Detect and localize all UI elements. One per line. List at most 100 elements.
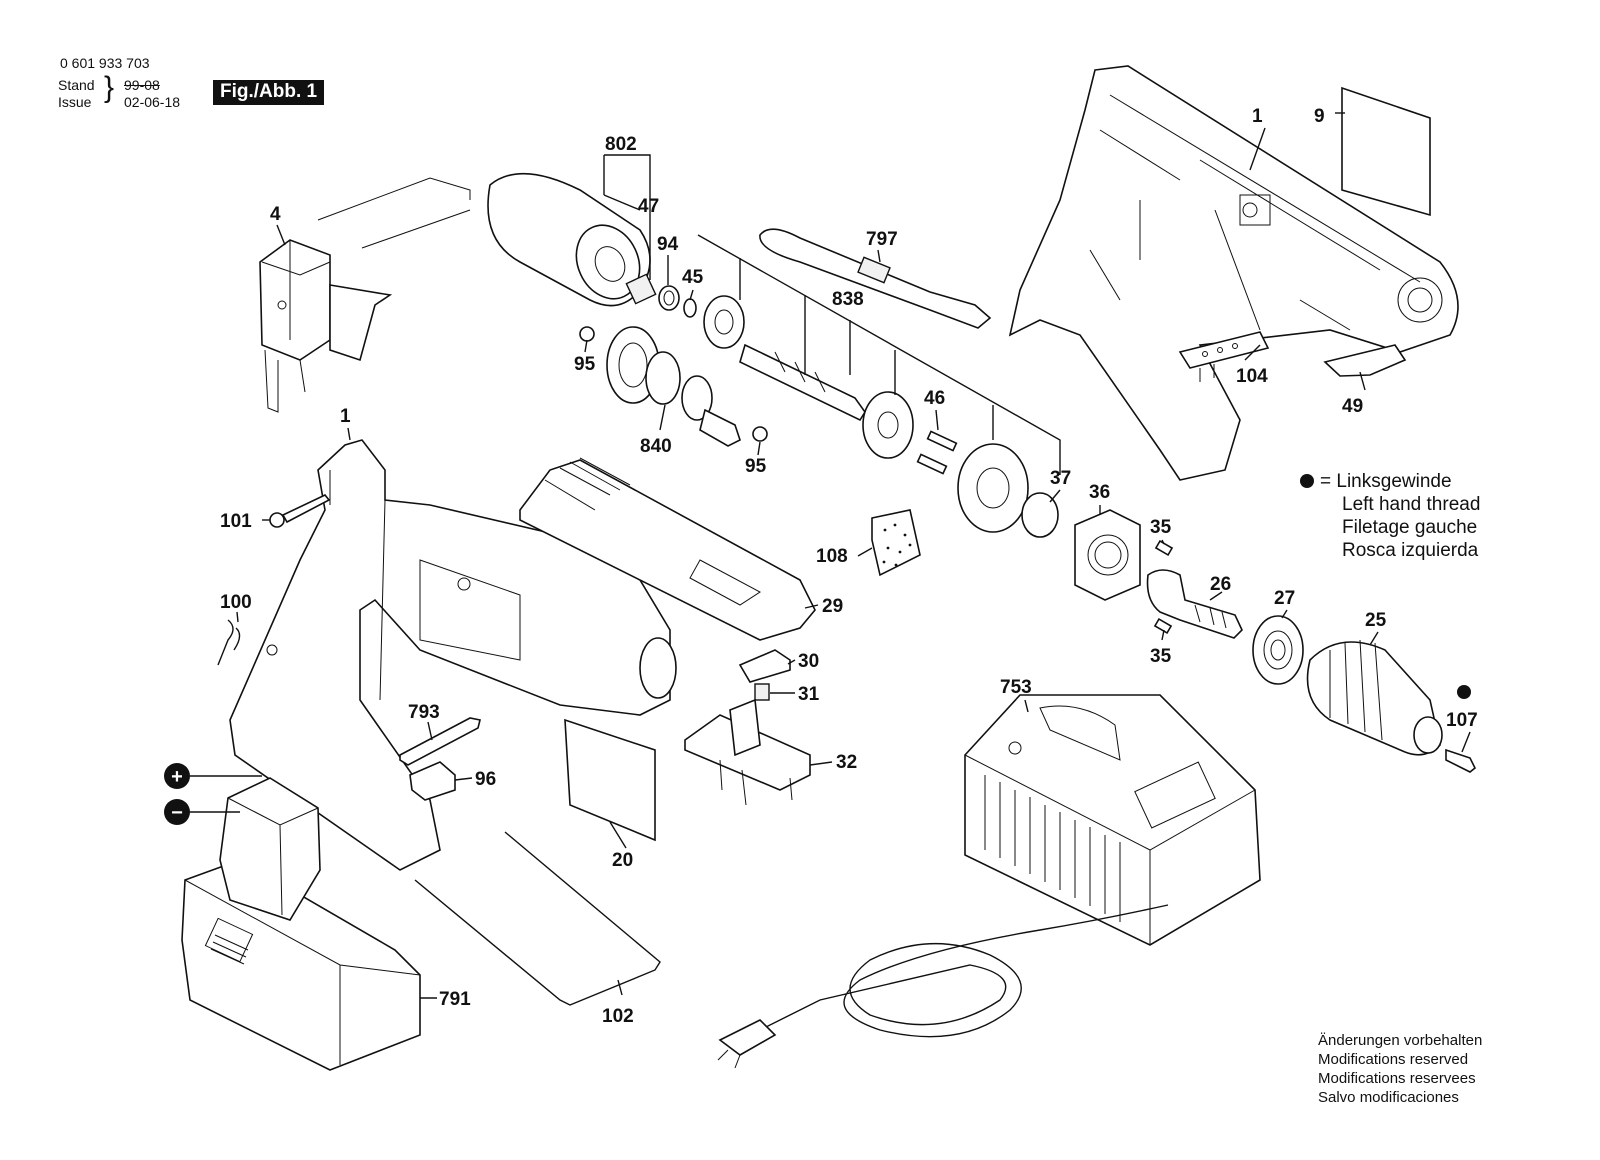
- callout-1-left: 1: [340, 406, 351, 427]
- motor-part-802: [317, 172, 657, 307]
- charger-part-753: [717, 694, 1261, 1069]
- stand-value: 99-08: [124, 77, 160, 93]
- callout-791: 791: [439, 989, 471, 1010]
- callout-96: 96: [475, 769, 496, 790]
- callout-95-right: 95: [745, 456, 767, 477]
- hook-part-102: [414, 831, 661, 1006]
- callout-45: 45: [682, 267, 704, 288]
- callout-94: 94: [657, 234, 679, 255]
- bearing-plate-part-36: [1074, 509, 1141, 601]
- note-line-es: Salvo modificaciones: [1318, 1089, 1459, 1106]
- housing-half-right-part: [1008, 65, 1459, 481]
- switch-part-4: [259, 239, 393, 413]
- callout-95-left: 95: [574, 354, 596, 375]
- callout-25: 25: [1365, 610, 1387, 631]
- spring-part-31: [754, 683, 770, 701]
- shaft-part-838: [739, 343, 914, 459]
- gear-part-37: [957, 443, 1059, 538]
- battery-pack-part-791: [181, 777, 421, 1071]
- pin-part-35-bottom: [1153, 617, 1173, 635]
- callout-46: 46: [924, 388, 945, 409]
- modification-notes: Änderungen vorbehalten Modifications res…: [1318, 1031, 1482, 1107]
- callout-104: 104: [1236, 366, 1268, 387]
- callout-31: 31: [798, 684, 820, 705]
- callout-840: 840: [640, 436, 672, 457]
- housing-half-left-part: [229, 439, 677, 871]
- legend-line-fr: Filetage gauche: [1342, 517, 1478, 538]
- legend-line-de: Linksgewinde: [1336, 471, 1452, 492]
- callout-753: 753: [1000, 677, 1032, 698]
- board-part-104: [1178, 331, 1270, 382]
- cover-part-29: [519, 457, 816, 641]
- spindle-part-26: [1146, 569, 1243, 639]
- document-number: 0 601 933 703: [60, 55, 150, 71]
- note-line-fr: Modifications reservees: [1318, 1070, 1476, 1087]
- callout-100: 100: [220, 592, 252, 613]
- callout-793: 793: [408, 702, 440, 723]
- rating-label-part-100: [217, 619, 241, 666]
- callout-29: 29: [822, 596, 843, 617]
- bearing-part-27: [1252, 615, 1304, 685]
- left-thread-marker-icon: [1457, 685, 1471, 699]
- left-thread-legend: = Linksgewinde Left hand thread Filetage…: [1300, 470, 1480, 562]
- callout-47: 47: [638, 196, 659, 217]
- callout-36: 36: [1089, 482, 1110, 503]
- callout-35-top: 35: [1150, 517, 1172, 538]
- callout-838: 838: [832, 289, 864, 310]
- minus-symbol: −: [171, 802, 183, 824]
- callout-32: 32: [836, 752, 857, 773]
- callout-108: 108: [816, 546, 848, 567]
- note-line-de: Änderungen vorbehalten: [1318, 1032, 1483, 1049]
- washer-part-45: [683, 298, 697, 318]
- callout-102: 102: [602, 1006, 634, 1027]
- chuck-part-25: [1306, 639, 1443, 756]
- plus-terminal-icon: [164, 763, 190, 789]
- callout-4: 4: [270, 204, 281, 225]
- brace-icon: }: [104, 71, 115, 104]
- battery-terminal-symbols: + −: [164, 763, 262, 825]
- label-part-9-plate: [1341, 86, 1431, 217]
- strap-part-797: [759, 228, 992, 329]
- callout-20: 20: [612, 850, 633, 871]
- figure-label: Fig./Abb. 1: [213, 80, 325, 105]
- callout-802: 802: [605, 134, 637, 155]
- issue-value: 02-06-18: [124, 94, 181, 110]
- direction-switch-part-32: [684, 698, 811, 806]
- stand-label: Stand: [58, 77, 95, 93]
- issue-label: Issue: [58, 94, 92, 110]
- pin-part-35-top: [1154, 539, 1174, 557]
- callout-1-right: 1: [1252, 106, 1263, 127]
- note-line-en: Modifications reserved: [1318, 1051, 1469, 1068]
- gear-part-47: [703, 295, 745, 349]
- filter-part-108: [871, 509, 921, 577]
- callout-35-bottom: 35: [1150, 646, 1172, 667]
- callout-107: 107: [1446, 710, 1478, 731]
- plus-symbol: +: [171, 766, 183, 788]
- pin-part-46: [916, 430, 958, 475]
- callout-27: 27: [1274, 588, 1295, 609]
- gear-train-part-840: [579, 326, 768, 447]
- legend-equals: =: [1320, 471, 1332, 492]
- callout-numbers: 1 9 104 49 4 802 47 94 45 95 840 95 797 …: [220, 106, 1478, 1027]
- callout-9: 9: [1314, 106, 1325, 127]
- contact-part-30: [738, 649, 791, 683]
- screw-part-101: [269, 494, 331, 528]
- legend-line-en: Left hand thread: [1342, 494, 1481, 515]
- left-thread-dot-icon: [1300, 474, 1314, 488]
- bit-holder-part-96: [409, 761, 456, 801]
- bushing-part-94: [658, 285, 680, 311]
- callout-101: 101: [220, 511, 252, 532]
- group-bracket-lines: [603, 154, 1061, 475]
- clip-part-49: [1323, 344, 1407, 377]
- screwdriver-bit-part-793: [399, 717, 481, 766]
- screw-part-107: [1445, 748, 1477, 773]
- minus-terminal-icon: [164, 799, 190, 825]
- callout-26: 26: [1210, 574, 1231, 595]
- leader-lines: [236, 112, 1471, 999]
- callout-797: 797: [866, 229, 898, 250]
- label-part-20: [564, 718, 656, 842]
- legend-line-es: Rosca izquierda: [1342, 540, 1479, 561]
- callout-49: 49: [1342, 396, 1363, 417]
